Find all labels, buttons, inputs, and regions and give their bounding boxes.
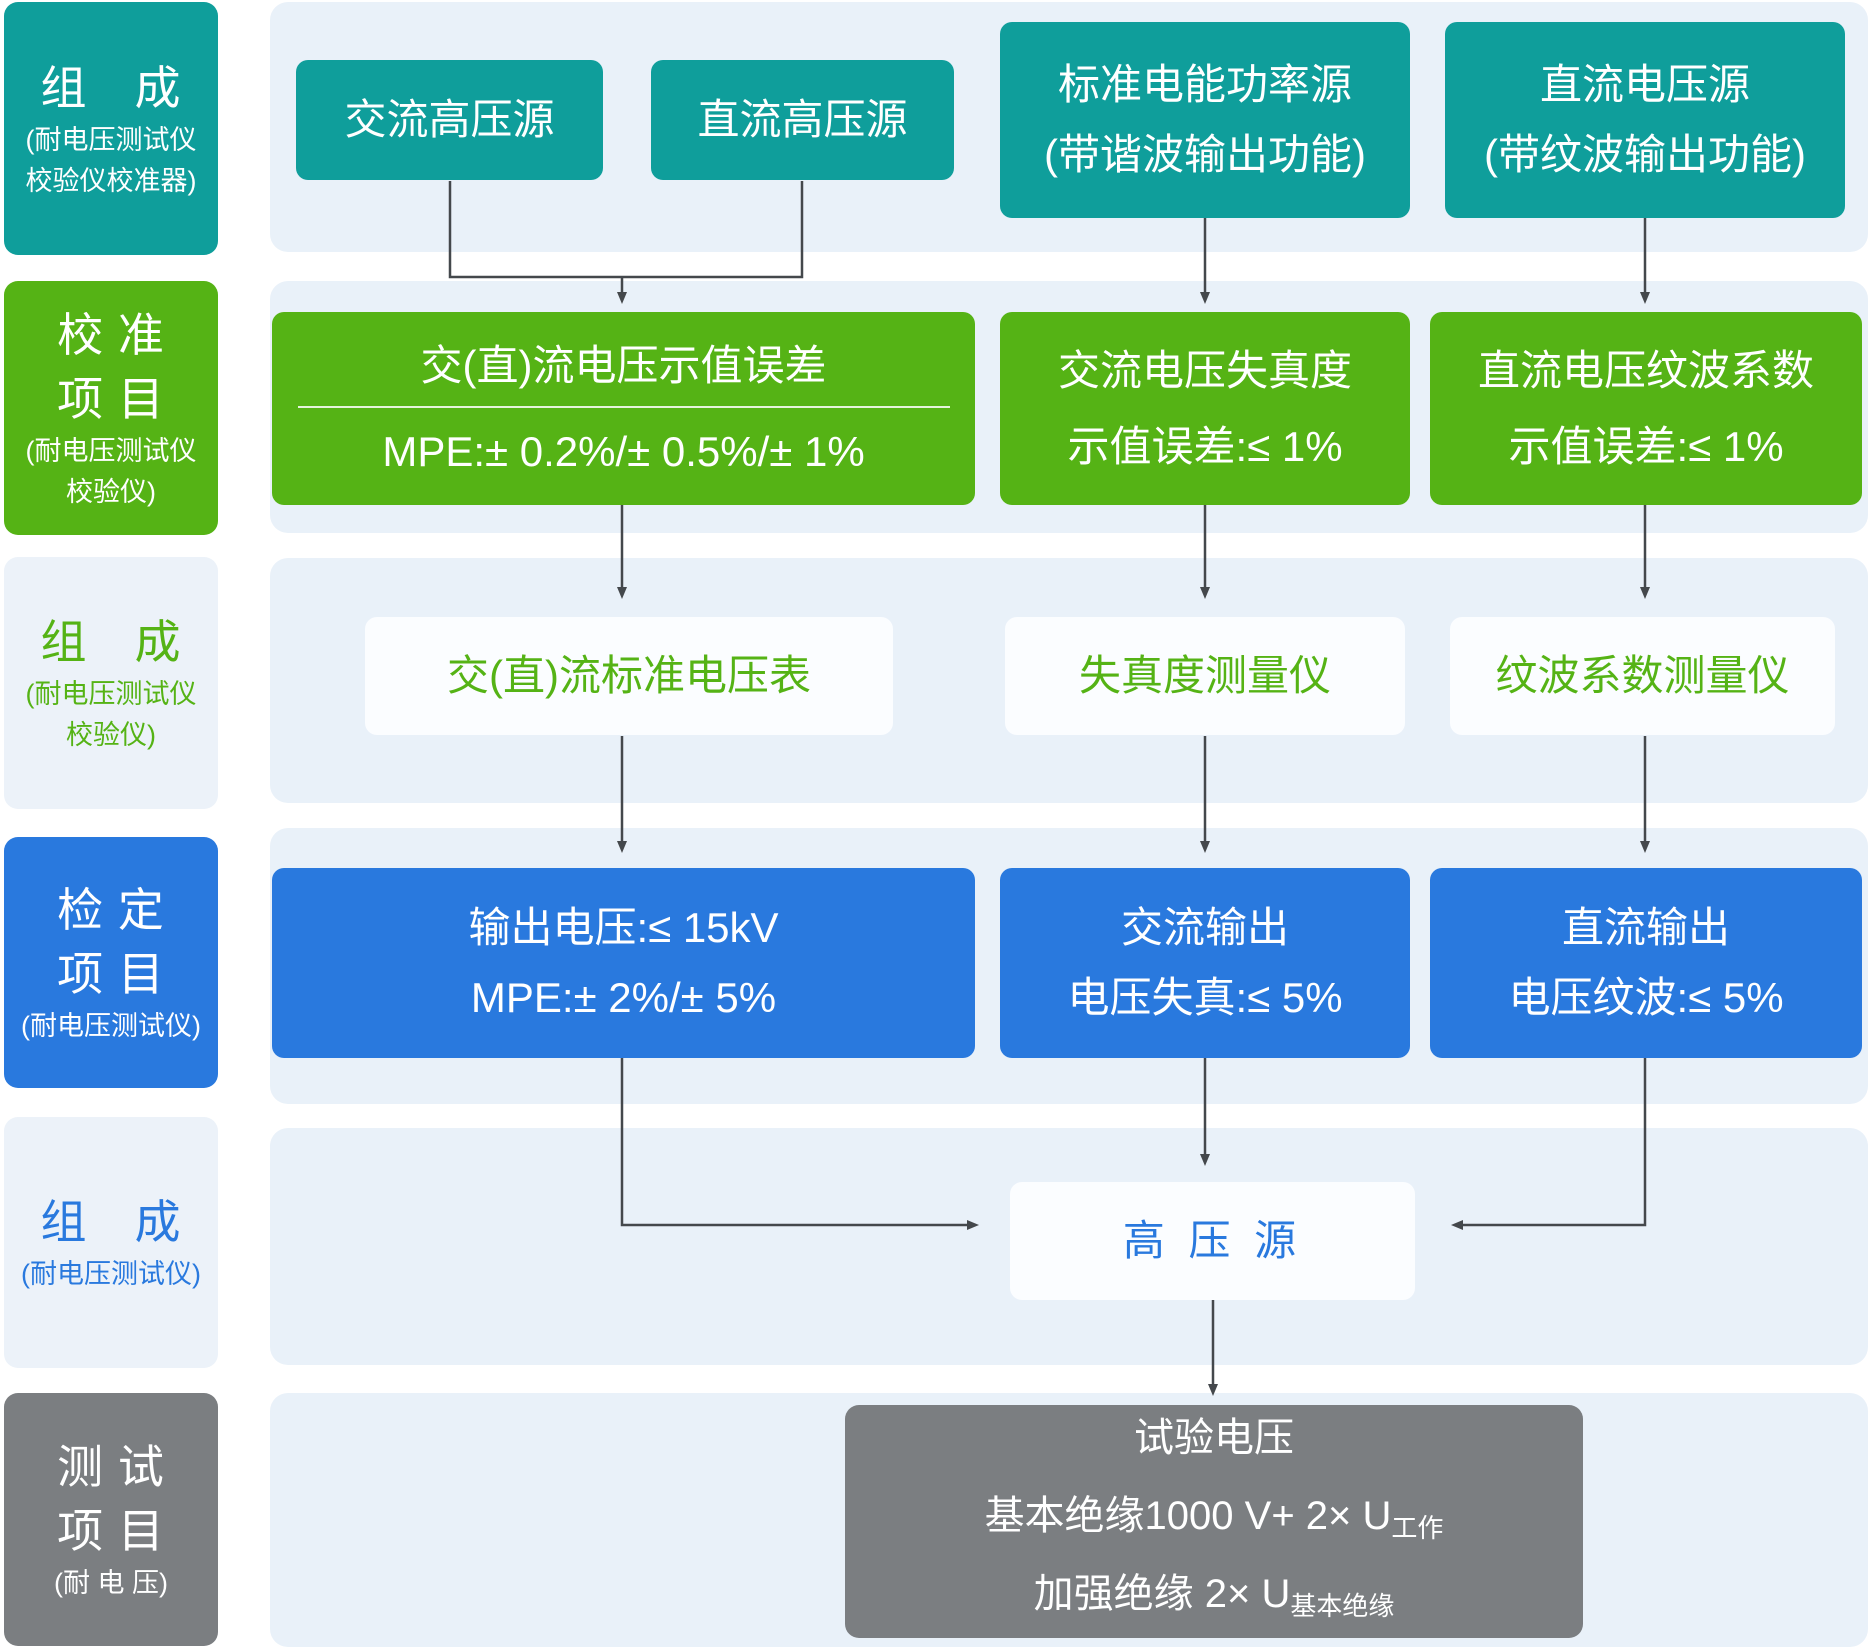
node-label: 试验电压 xyxy=(1134,1415,1294,1460)
subscript-working: 工作 xyxy=(1391,1512,1444,1543)
node-ac-output-distortion: 交流输出 电压失真:≤ 5% xyxy=(1000,868,1410,1058)
sidebar-title: 项 目 xyxy=(57,1505,165,1557)
sidebar-subtitle: (耐电压测试仪) xyxy=(21,1011,201,1041)
sidebar-title: 测 试 xyxy=(57,1441,165,1493)
node-label: 交(直)流标准电压表 xyxy=(447,652,811,699)
node-standard-voltmeter: 交(直)流标准电压表 xyxy=(365,617,893,735)
sidebar-calibration-items: 校 准 项 目 (耐电压测试仪 校验仪) xyxy=(4,281,218,535)
sidebar-title: 项 目 xyxy=(57,948,165,1000)
node-ac-distortion-error: 交流电压失真度 示值误差:≤ 1% xyxy=(1000,312,1410,505)
basic-insulation-formula: 基本绝缘1000 V+ 2× U xyxy=(984,1493,1392,1538)
sidebar-subtitle: (耐电压测试仪 xyxy=(25,679,197,709)
node-voltage-indication-error: 交(直)流电压示值误差 MPE:± 0.2%/± 0.5%/± 1% xyxy=(272,312,975,505)
node-label: 电压失真:≤ 5% xyxy=(1067,974,1343,1021)
node-test-voltage: 试验电压 基本绝缘1000 V+ 2× U工作 加强绝缘 2× U基本绝缘 xyxy=(845,1405,1583,1638)
node-label: (带纹波输出功能) xyxy=(1484,131,1806,178)
divider xyxy=(297,405,950,408)
node-distortion-meter: 失真度测量仪 xyxy=(1005,617,1405,735)
node-dc-hv-source: 直流高压源 xyxy=(651,60,954,180)
node-label: 加强绝缘 2× U基本绝缘 xyxy=(1034,1561,1395,1639)
sidebar-composition-checker: 组 成 (耐电压测试仪 校验仪) xyxy=(4,557,218,809)
sidebar-subtitle: 校验仪) xyxy=(66,477,156,507)
node-label: 电压纹波:≤ 5% xyxy=(1508,974,1784,1021)
sidebar-subtitle: 校验仪) xyxy=(66,720,156,750)
node-label: 交流高压源 xyxy=(344,96,555,143)
reinforced-insulation-formula: 加强绝缘 2× U xyxy=(1033,1571,1291,1616)
sidebar-subtitle: 校验仪校准器) xyxy=(25,165,197,196)
sidebar-test-items: 测 试 项 目 (耐 电 压) xyxy=(4,1393,218,1646)
node-label: 基本绝缘1000 V+ 2× U工作 xyxy=(985,1483,1444,1561)
node-label: 交流电压失真度 xyxy=(1057,346,1352,394)
node-label: 交(直)流电压示值误差 xyxy=(420,341,827,389)
node-label: 高 压 源 xyxy=(1122,1217,1303,1264)
node-label: 直流高压源 xyxy=(697,96,908,143)
sidebar-subtitle: (耐 电 压) xyxy=(54,1568,168,1598)
sidebar-subtitle: (耐电压测试仪 xyxy=(25,436,197,466)
node-ac-hv-source: 交流高压源 xyxy=(296,60,603,180)
node-dc-ripple-error: 直流电压纹波系数 示值误差:≤ 1% xyxy=(1430,312,1862,505)
node-label: 交流输出 xyxy=(1120,904,1289,951)
node-label: 纹波系数测量仪 xyxy=(1495,652,1790,699)
sidebar-title: 组 成 xyxy=(40,616,182,668)
node-label: 失真度测量仪 xyxy=(1078,652,1331,699)
sidebar-title: 组 成 xyxy=(40,61,182,114)
node-label: (带谐波输出功能) xyxy=(1044,131,1366,178)
node-label: 示值误差:≤ 1% xyxy=(1067,422,1343,470)
node-label: MPE:± 2%/± 5% xyxy=(470,974,777,1021)
node-hv-source: 高 压 源 xyxy=(1010,1182,1415,1300)
sidebar-title: 组 成 xyxy=(40,1196,182,1248)
node-label: 直流输出 xyxy=(1561,904,1730,951)
sidebar-subtitle: (耐电压测试仪) xyxy=(21,1259,201,1289)
node-output-voltage-mpe: 输出电压:≤ 15kV MPE:± 2%/± 5% xyxy=(272,868,975,1058)
node-label: 直流电压源 xyxy=(1539,61,1750,108)
node-label: 直流电压纹波系数 xyxy=(1477,346,1814,394)
node-label: 输出电压:≤ 15kV xyxy=(468,904,779,951)
sidebar-verification-items: 检 定 项 目 (耐电压测试仪) xyxy=(4,837,218,1088)
sidebar-title: 校 准 xyxy=(57,309,165,361)
sidebar-title: 项 目 xyxy=(57,373,165,425)
subscript-basic-insulation: 基本绝缘 xyxy=(1290,1590,1395,1621)
node-label: MPE:± 0.2%/± 0.5%/± 1% xyxy=(382,427,865,475)
node-ripple-meter: 纹波系数测量仪 xyxy=(1450,617,1835,735)
node-dc-voltage-source: 直流电压源 (带纹波输出功能) xyxy=(1445,22,1845,218)
node-label: 示值误差:≤ 1% xyxy=(1508,422,1784,470)
node-standard-power-source: 标准电能功率源 (带谐波输出功能) xyxy=(1000,22,1410,218)
sidebar-composition-calibrator: 组 成 (耐电压测试仪 校验仪校准器) xyxy=(4,2,218,255)
sidebar-title: 检 定 xyxy=(57,884,165,936)
sidebar-composition-tester: 组 成 (耐电压测试仪) xyxy=(4,1117,218,1368)
node-label: 标准电能功率源 xyxy=(1057,61,1352,108)
node-dc-output-ripple: 直流输出 电压纹波:≤ 5% xyxy=(1430,868,1862,1058)
sidebar-subtitle: (耐电压测试仪 xyxy=(25,124,197,155)
